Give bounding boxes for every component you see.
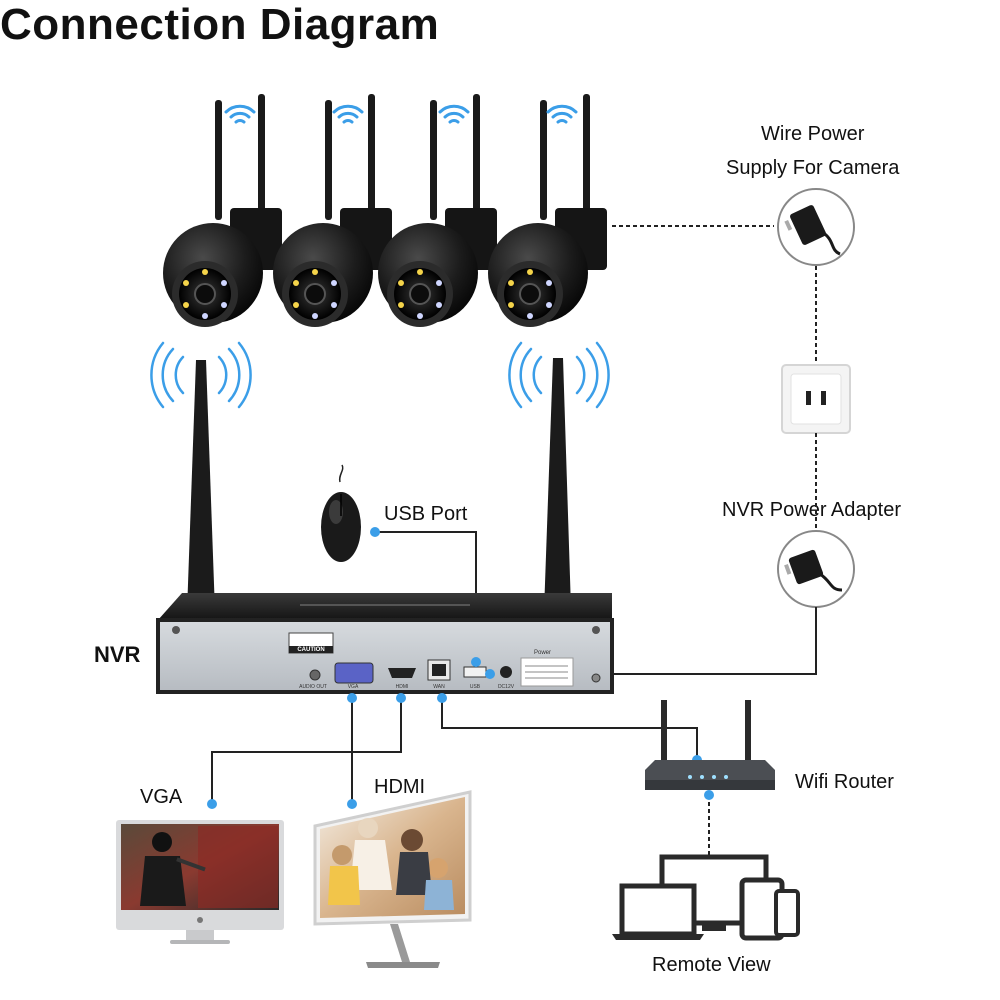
power-sticker-label: Power <box>534 650 551 656</box>
nvr-label: NVR <box>94 642 141 667</box>
hdmi-port <box>388 668 416 678</box>
power-outlet-icon <box>781 364 851 434</box>
camera-antenna <box>473 94 480 220</box>
camera-antenna <box>325 100 332 220</box>
camera-antenna <box>583 94 590 220</box>
dc-port <box>500 666 512 678</box>
usb-port <box>463 666 487 678</box>
port-label-dc12v: DC12V <box>498 684 515 690</box>
remote-view-label: Remote View <box>652 954 771 976</box>
nvr-power-adapter-icon <box>777 530 855 608</box>
camera-antenna <box>368 94 375 220</box>
wire-power-label-line2: Supply For Camera <box>726 157 900 179</box>
wifi-router-label: Wifi Router <box>795 771 894 793</box>
port-label-wan: WAN <box>433 684 445 690</box>
camera-2 <box>273 94 392 327</box>
vga-port <box>334 662 374 684</box>
camera-3 <box>378 94 497 327</box>
port-label-vga: VGA <box>348 684 359 690</box>
nvr-caution-label: CAUTION <box>297 647 324 653</box>
camera-4 <box>488 94 607 327</box>
camera-power-adapter-icon <box>777 188 855 266</box>
usb-port-label: USB Port <box>384 503 468 525</box>
camera-antenna <box>215 100 222 220</box>
port-label-audio-out: AUDIO OUT <box>299 684 327 690</box>
diagram-title: Connection Diagram <box>0 0 440 49</box>
remote-view-devices-icon <box>612 854 800 941</box>
wifi-router-icon <box>645 700 775 790</box>
camera-antenna <box>258 94 265 220</box>
camera-group <box>163 94 607 327</box>
mouse-icon <box>321 464 361 562</box>
wan-cable <box>441 698 698 760</box>
port-label-usb: USB <box>470 684 481 690</box>
vga-cable <box>211 698 353 804</box>
wifi-waves-icon <box>150 341 610 409</box>
camera-antenna <box>430 100 437 220</box>
nvr-power-adapter-label: NVR Power Adapter <box>722 499 901 521</box>
vga-monitor <box>116 820 284 944</box>
vga-label: VGA <box>140 786 183 808</box>
hdmi-monitor <box>313 790 472 968</box>
port-label-hdmi: HDMI <box>396 684 409 690</box>
wire-power-label-line1: Wire Power <box>761 123 865 145</box>
apple-logo-icon <box>197 917 203 923</box>
wifi-icon <box>224 104 578 124</box>
camera-1 <box>163 94 282 327</box>
nvr-device: CAUTION AUDIO OUT VGA HDMI WAN USB DC12V… <box>156 593 614 694</box>
hdmi-label: HDMI <box>374 776 426 798</box>
hdmi-cable <box>351 698 402 804</box>
camera-antenna <box>540 100 547 220</box>
